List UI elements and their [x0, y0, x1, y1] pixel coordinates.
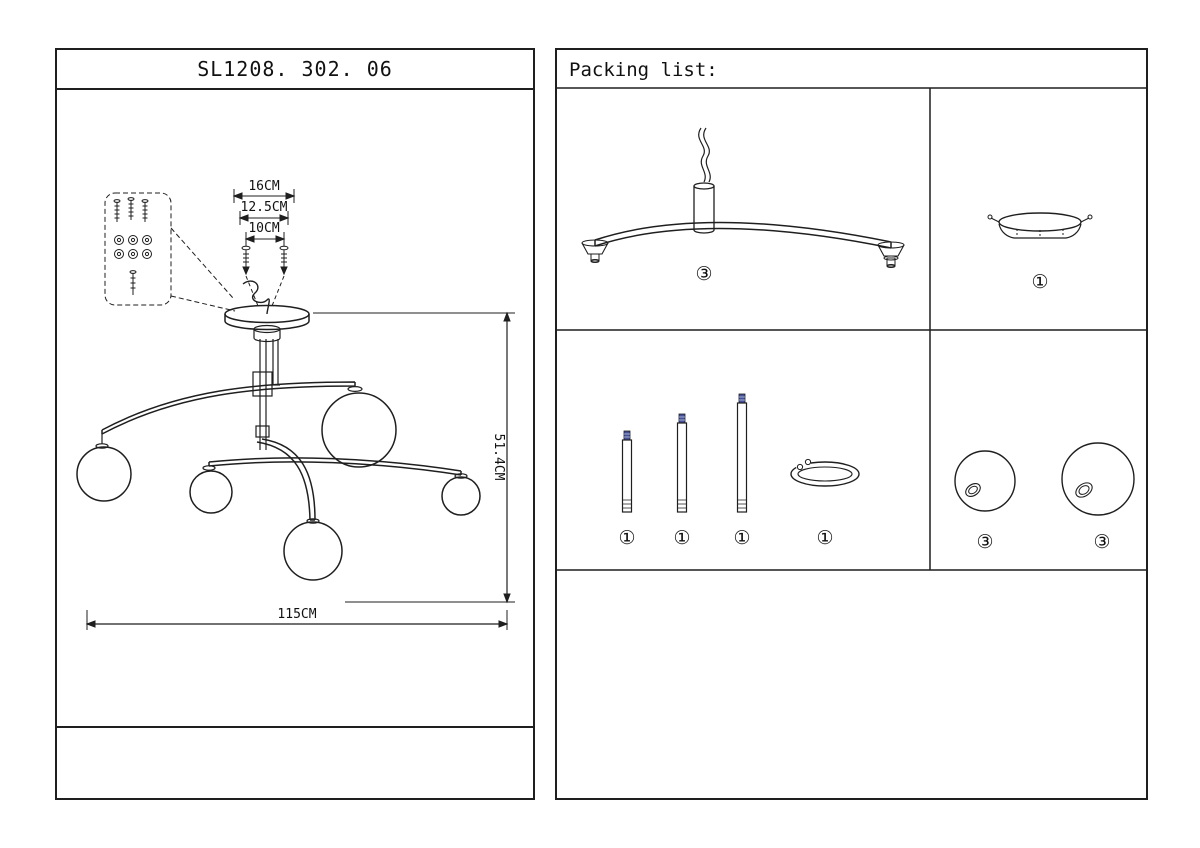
central-stem: [252, 339, 280, 450]
arm-wire: [698, 127, 706, 183]
packing-list-grid: Packing list:: [557, 59, 1146, 571]
width-dimension: 115CM: [85, 607, 509, 630]
mounting-screws: [241, 245, 289, 307]
globe-left-large: [76, 446, 132, 502]
qty-badge-globe-small: ③: [976, 531, 993, 553]
product-code-title: SL1208. 302. 06: [57, 50, 533, 90]
dim-10cm: 10CM: [248, 221, 279, 236]
height-dimension: 51.4CM: [313, 311, 515, 604]
chandelier-technical-drawing: 16CM 12.5CM 10CM: [76, 179, 515, 630]
qty-badge-ring: ①: [816, 527, 833, 549]
qty-badge-rod-long: ①: [733, 527, 750, 549]
dim-height-51-4cm: 51.4CM: [491, 434, 506, 481]
globe-center-large: [321, 392, 397, 468]
qty-badge-rod-short: ①: [618, 527, 635, 549]
empty-footer-box: [57, 726, 533, 798]
grid-lines: [557, 87, 1146, 571]
globe-bottom: [283, 521, 343, 581]
qty-badge-rod-medium: ①: [673, 527, 690, 549]
globe-left-small: [189, 470, 233, 514]
part-globe-large: ③: [1061, 442, 1135, 553]
part-rod-medium: ①: [673, 413, 691, 549]
power-wire: [242, 280, 270, 315]
mounting-hardware-detail: [104, 192, 236, 312]
part-globe-small: ③: [954, 450, 1016, 553]
detail-leader-lines: [170, 227, 236, 312]
dim-12-5cm: 12.5CM: [241, 200, 288, 215]
part-rod-long: ①: [733, 393, 751, 549]
bracket-dimensions: 16CM 12.5CM 10CM: [232, 179, 296, 246]
packing-list-panel: Packing list:: [555, 48, 1148, 800]
part-canopy: ①: [987, 212, 1093, 293]
qty-badge-globe-large: ③: [1093, 531, 1110, 553]
globe-right-small: [441, 476, 481, 516]
dim-width-115cm: 115CM: [277, 607, 316, 622]
part-curved-arm: ③: [581, 127, 905, 285]
qty-badge-canopy: ①: [1031, 271, 1048, 293]
part-globes: ③ ③: [954, 442, 1135, 553]
part-rods-and-ring: ① ① ①: [618, 393, 860, 549]
packing-list-title: Packing list:: [569, 59, 718, 81]
ceiling-canopy: [224, 304, 310, 343]
qty-badge-curved-arm: ③: [695, 263, 712, 285]
part-rod-short: ①: [618, 430, 636, 549]
part-ring: ①: [790, 455, 860, 549]
dim-16cm: 16CM: [248, 179, 279, 194]
chandelier-arms: [101, 381, 462, 521]
product-drawing-panel: SL1208. 302. 06: [55, 48, 535, 800]
glass-globes: [76, 386, 481, 581]
